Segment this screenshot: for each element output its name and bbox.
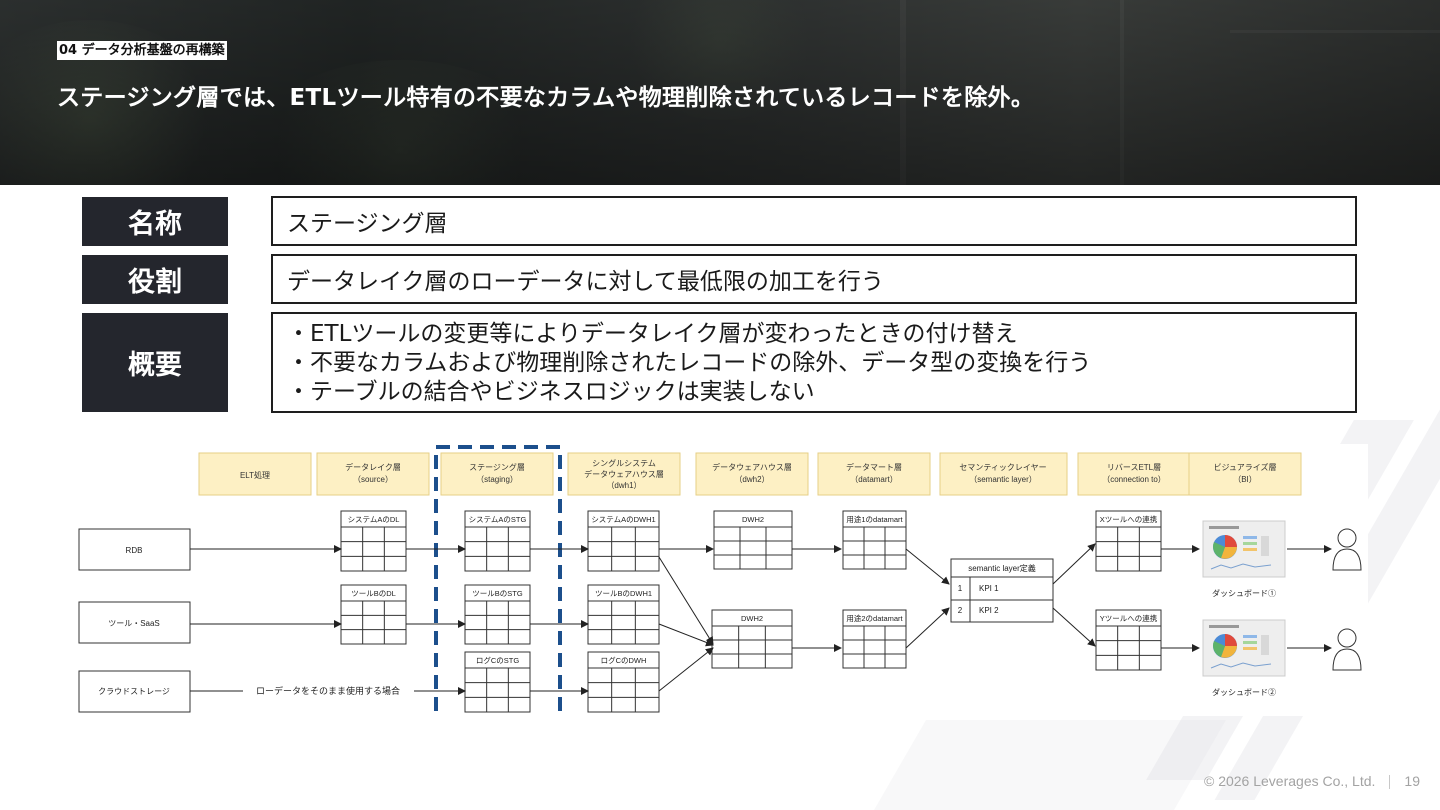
layer-header-datamart [818,453,930,495]
stg-table-label: ツールBのSTG [472,589,523,598]
dashboard-label-1: ダッシュボード① [1212,588,1276,598]
dl-table-label: ツールBのDL [351,589,396,598]
layer-dwh2-text1: データウェアハウス層 [712,462,792,472]
architecture-diagram: ELT処理 データレイク層 （source） ステージング層 （staging）… [75,444,1368,716]
dwh1-table-label: ログCのDWH [601,655,647,665]
overview-line: ・ETLツールの変更等によりデータレイク層が変わったときの付け替え [287,320,1355,349]
layer-staging-text2: （staging） [476,475,518,484]
layer-datamart-text2: （datamart） [850,475,898,484]
label-name: 名称 [82,197,228,246]
user-icon [1333,629,1361,670]
layer-reverse-text2: （connection to） [1102,475,1166,484]
semantic-row-name: KPI 2 [979,606,999,615]
layer-source-text1: データレイク層 [345,462,401,472]
reverse-etl-table-label: Xツールへの連携 [1100,514,1158,524]
layer-header-reverse-etl [1078,453,1190,495]
semantic-row-name: KPI 1 [979,584,999,593]
layer-dwh1-text1: シングルシステム [592,458,656,468]
dashboard-thumbnail-1 [1203,521,1285,577]
layer-staging-text1: ステージング層 [469,462,525,472]
layer-header-bi [1189,453,1301,495]
layer-header-dwh2 [696,453,808,495]
layer-header-staging [441,453,553,495]
dwh1-table-label: システムAのDWH1 [591,515,655,524]
source-saas-label: ツール・SaaS [108,619,160,628]
datamart-table-label: 用途2のdatamart [846,613,903,623]
layer-datamart-text1: データマート層 [846,462,902,472]
dwh1-table-label: ツールBのDWH1 [595,589,652,598]
label-role: 役割 [82,255,228,304]
value-name: ステージング層 [271,196,1357,246]
layer-reverse-text1: リバースETL層 [1107,463,1161,472]
semantic-row-num: 2 [958,606,963,615]
stg-table-label: システムAのSTG [469,515,527,524]
header-banner: 04 データ分析基盤の再構築 ステージング層では、ETLツール特有の不要なカラム… [0,0,1440,185]
user-icon [1333,529,1361,570]
layer-semantic-text2: （semantic layer） [969,475,1037,484]
datamart-table-label: 用途1のdatamart [846,514,903,524]
dashboard-thumbnail-2 [1203,620,1285,676]
reverse-etl-table-label: Yツールへの連携 [1100,613,1158,623]
copyright: © 2026 Leverages Co., Ltd. [1204,773,1375,789]
footer: © 2026 Leverages Co., Ltd. 19 [1204,773,1420,789]
semantic-row-num: 1 [958,584,963,593]
source-rdb-label: RDB [126,546,143,555]
layer-dwh1-text3: （dwh1） [606,481,641,490]
layer-dwh2-text2: （dwh2） [734,475,769,484]
section-tag: 04 データ分析基盤の再構築 [57,41,227,60]
raw-path-label: ローデータをそのまま使用する場合 [256,685,400,696]
value-role: データレイク層のローデータに対して最低限の加工を行う [271,254,1357,304]
overview-line: ・テーブルの結合やビジネスロジックは実装しない [287,378,1355,407]
layer-bi-text1: ビジュアライズ層 [1213,462,1276,472]
semantic-title: semantic layer定義 [968,563,1036,573]
dashboard-label-2: ダッシュボード② [1212,687,1276,697]
source-cloud-label: クラウドストレージ [98,687,170,696]
layer-bi-text2: （BI） [1233,475,1257,484]
page-title: ステージング層では、ETLツール特有の不要なカラムや物理削除されているレコードを… [57,78,1034,112]
dl-table-label: システムAのDL [348,515,400,524]
layer-dwh1-text2: データウェアハウス層 [584,469,664,479]
value-overview: ・ETLツールの変更等によりデータレイク層が変わったときの付け替え ・不要なカラ… [271,312,1357,413]
layer-header-semantic [940,453,1067,495]
layer-semantic-text1: セマンティックレイヤー [959,463,1046,472]
page-number: 19 [1404,773,1420,789]
layer-source-text2: （source） [353,475,393,484]
dwh2-table-label: DWH2 [742,515,764,524]
dwh2-table-label: DWH2 [741,614,763,623]
layer-elt-text: ELT処理 [240,470,270,480]
overview-line: ・不要なカラムおよび物理削除されたレコードの除外、データ型の変換を行う [287,349,1355,378]
layer-header-source [317,453,429,495]
stg-table-label: ログCのSTG [476,655,519,665]
label-overview: 概要 [82,313,228,412]
